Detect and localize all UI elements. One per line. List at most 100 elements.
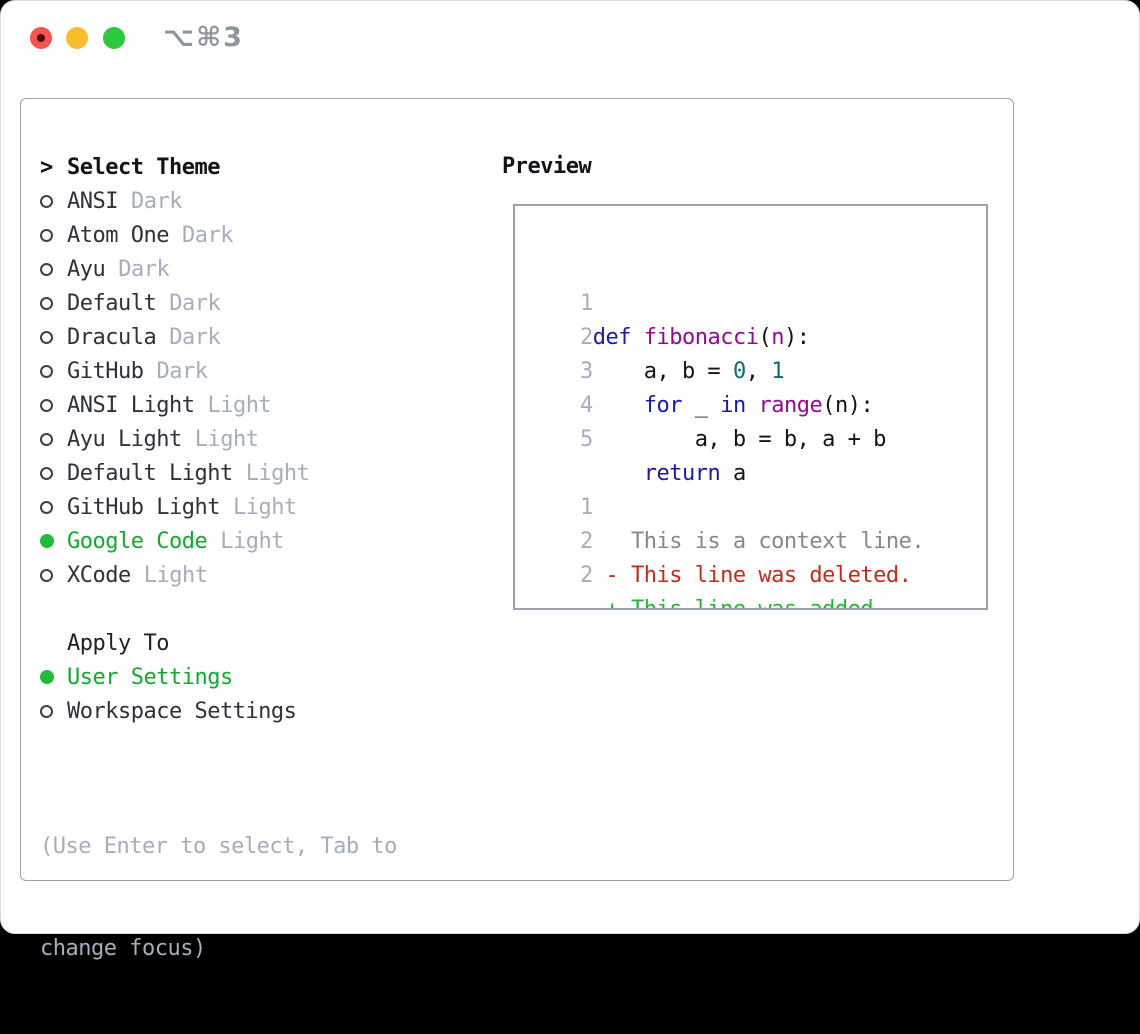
theme-variant: Light (207, 392, 272, 418)
theme-variant: Light (245, 460, 310, 486)
code-line: 4 a, b = b, a + b (529, 355, 986, 452)
radio-icon (40, 398, 53, 412)
theme-option[interactable]: ANSI Light Light (40, 388, 490, 422)
theme-option[interactable]: Atom One Dark (40, 218, 490, 252)
preview-title: Preview (502, 154, 592, 179)
theme-list-column: > Select Theme ANSI Dark Atom One Dark A… (40, 150, 490, 1034)
code-tokens: return a (643, 461, 746, 486)
theme-option[interactable]: ANSI Dark (40, 184, 490, 218)
radio-icon (40, 670, 54, 684)
diff-text: - This line was deleted. (579, 563, 912, 588)
diff-line: 2 - This line was deleted. (529, 491, 986, 588)
code-preview: 1 def fibonacci(n): 2 a, b = 0, 1 3 for … (529, 253, 986, 486)
theme-variant: Light (143, 562, 208, 588)
line-number: 5 (579, 427, 593, 452)
theme-name: ANSI (67, 188, 118, 214)
app-window: ⌥⌘3 > Select Theme ANSI Dark Atom One Da… (0, 0, 1140, 961)
theme-variant: Light (232, 494, 297, 520)
radio-icon (40, 432, 53, 446)
theme-name: Google Code (67, 528, 208, 554)
window-shortcut-label: ⌥⌘3 (163, 22, 244, 53)
theme-option[interactable]: Ayu Light Light (40, 422, 490, 456)
radio-icon (40, 704, 53, 718)
keyboard-hint: (Use Enter to select, Tab to change focu… (40, 762, 490, 1034)
code-line: 1 def fibonacci(n): (529, 253, 986, 350)
radio-icon (40, 500, 53, 514)
theme-name: ANSI Light (67, 392, 195, 418)
preview-box: 1 def fibonacci(n): 2 a, b = 0, 1 3 for … (513, 204, 988, 610)
theme-option[interactable]: Ayu Dark (40, 252, 490, 286)
line-number: 2 (579, 325, 593, 350)
radio-icon (40, 534, 54, 548)
code-line: 2 a, b = 0, 1 (529, 287, 986, 384)
theme-selector-panel: > Select Theme ANSI Dark Atom One Dark A… (20, 98, 1014, 961)
theme-variant: Light (220, 528, 284, 554)
theme-variant: Dark (169, 290, 221, 316)
apply-to-header-row: Apply To (40, 626, 490, 660)
theme-option[interactable]: Dracula Dark (40, 320, 490, 354)
theme-option[interactable]: Default Dark (40, 286, 490, 320)
diff-line: 2 + This line was added. (529, 525, 986, 608)
code-tokens: def fibonacci(n): (592, 325, 810, 350)
theme-option[interactable]: Default Light Light (40, 456, 490, 490)
apply-to-option-label: Workspace Settings (67, 698, 297, 724)
theme-variant: Dark (181, 222, 233, 248)
theme-variant: Light (194, 426, 259, 452)
line-number: 1 (579, 291, 593, 316)
hint-line-2: change focus) (40, 936, 206, 961)
theme-name: Default (67, 290, 157, 316)
line-number: 2 (579, 529, 593, 554)
radio-icon (40, 466, 53, 480)
close-button[interactable] (30, 27, 52, 49)
apply-to-list: User Settings Workspace Settings (40, 660, 490, 728)
spacer-row (40, 728, 490, 762)
theme-list: ANSI Dark Atom One Dark Ayu Dark Default… (40, 184, 490, 592)
line-number: 1 (579, 495, 593, 520)
code-line: 3 for _ in range(n): (529, 321, 986, 418)
prompt-caret-icon: > (40, 154, 53, 180)
theme-variant: Dark (156, 358, 208, 384)
line-number: 3 (579, 359, 593, 384)
diff-text: + This line was added. (579, 597, 886, 610)
theme-name: Dracula (67, 324, 157, 350)
radio-icon (40, 568, 53, 582)
apply-to-option[interactable]: Workspace Settings (40, 694, 490, 728)
theme-name: Ayu Light (67, 426, 182, 452)
theme-option[interactable]: XCode Light (40, 558, 490, 592)
apply-to-title: Apply To (67, 630, 169, 656)
spacer-row (40, 592, 490, 626)
line-number: 2 (579, 563, 593, 588)
diff-line: 1 This is a context line. (529, 457, 986, 554)
select-theme-title: Select Theme (67, 154, 220, 180)
theme-name: GitHub Light (67, 494, 220, 520)
theme-variant: Dark (169, 324, 221, 350)
apply-to-option-label: User Settings (67, 664, 233, 690)
radio-icon (40, 262, 53, 276)
radio-icon (40, 364, 53, 378)
radio-icon (40, 330, 53, 344)
apply-to-option[interactable]: User Settings (40, 660, 490, 694)
diff-preview: 1 This is a context line. 2 - This line … (529, 457, 986, 608)
select-theme-header-row: > Select Theme (40, 150, 490, 184)
theme-name: Default Light (67, 460, 233, 486)
theme-option[interactable]: Google Code Light (40, 524, 490, 558)
radio-icon (40, 296, 53, 310)
theme-option[interactable]: GitHub Dark (40, 354, 490, 388)
radio-icon (40, 228, 53, 242)
hint-line-1: (Use Enter to select, Tab to (40, 834, 397, 859)
theme-name: GitHub (67, 358, 144, 384)
radio-icon (40, 194, 53, 208)
minimize-button[interactable] (66, 27, 88, 49)
code-line: 5 return a (529, 389, 986, 486)
code-tokens: for _ in range(n): (643, 393, 874, 418)
theme-name: Ayu (67, 256, 106, 282)
theme-option[interactable]: GitHub Light Light (40, 490, 490, 524)
code-tokens: a, b = b, a + b (579, 427, 887, 452)
theme-name: Atom One (67, 222, 169, 248)
zoom-button[interactable] (103, 27, 125, 49)
theme-name: XCode (67, 562, 131, 588)
theme-variant: Dark (118, 256, 170, 282)
line-number: 4 (579, 393, 593, 418)
theme-variant: Dark (130, 188, 182, 214)
code-tokens: a, b = 0, 1 (579, 359, 785, 384)
